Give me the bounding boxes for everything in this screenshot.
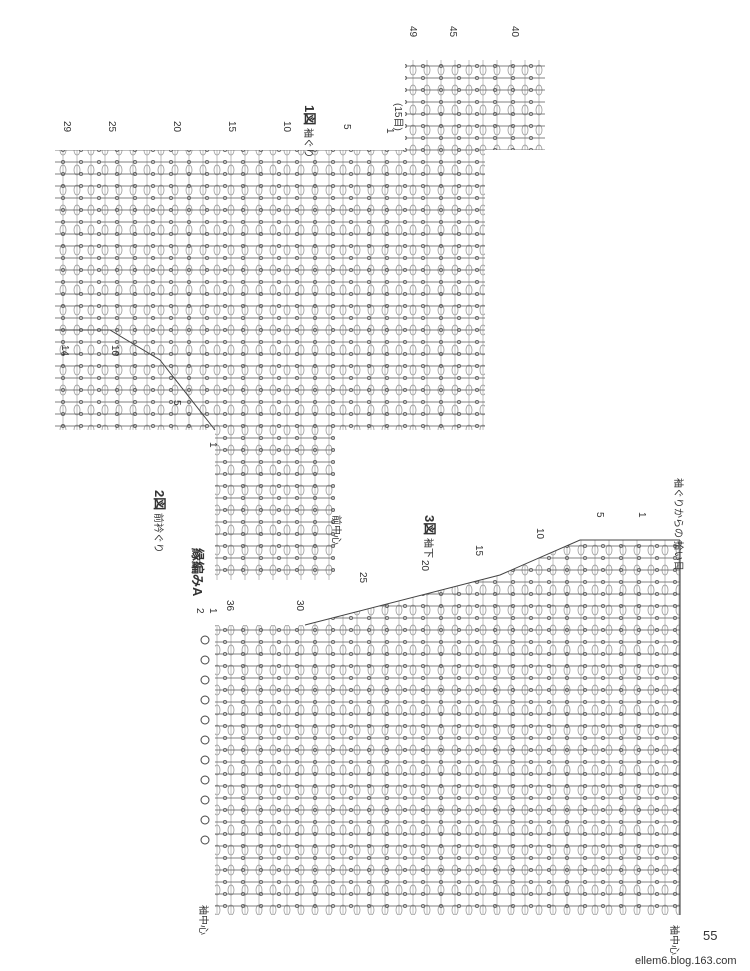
front-center-label: 前中心 <box>330 515 341 545</box>
sleeve-center-label-bottom: 袖中心 <box>668 925 679 955</box>
row-number: 25 <box>357 572 368 584</box>
row-number: 10 <box>109 345 120 357</box>
row-number: 15 <box>473 545 484 557</box>
page-number: 55 <box>703 928 718 943</box>
row-number: 15 <box>226 121 237 133</box>
fig1-title: 1図 袖ぐり <box>302 105 317 159</box>
fig2-chart <box>55 150 405 580</box>
sleeve-center-label-left: 袖中心 <box>197 905 208 935</box>
edging-a-stitches <box>200 635 210 845</box>
row-number: 2 <box>194 608 205 614</box>
row-number: 5 <box>171 400 182 406</box>
row-number: 30 <box>294 600 305 612</box>
row-number: 5 <box>341 124 352 130</box>
row-number: 5 <box>594 512 605 518</box>
fig1-row15-note: (15目) <box>392 103 403 131</box>
row-number: 14 <box>59 345 70 357</box>
row-number: 40 <box>509 26 520 38</box>
fig3-chart <box>200 539 681 915</box>
row-number: 1 <box>384 128 395 134</box>
fig2-title: 2図 前衿ぐり <box>152 490 167 554</box>
fig1-chart <box>405 60 545 430</box>
row-number: 1 <box>207 608 218 614</box>
row-number: 25 <box>106 121 117 133</box>
row-number: 1 <box>636 512 647 518</box>
row-number: 1 <box>207 442 218 448</box>
row-number: 10 <box>534 528 545 540</box>
footer-watermark: ellem6.blog.163.com <box>635 955 737 967</box>
row-number: 29 <box>61 121 72 133</box>
row-number: 45 <box>447 26 458 38</box>
fig3-title: 3図 袖下 <box>422 515 437 559</box>
row-number: 10 <box>281 121 292 133</box>
row-number: 20 <box>419 560 430 572</box>
pickup-label: 袖ぐりからの 拾い目 <box>672 478 683 571</box>
row-number: 36 <box>224 600 235 612</box>
edging-a-label: 縁編みA <box>190 548 205 597</box>
row-number: 49 <box>407 26 418 38</box>
row-number: 20 <box>171 121 182 133</box>
